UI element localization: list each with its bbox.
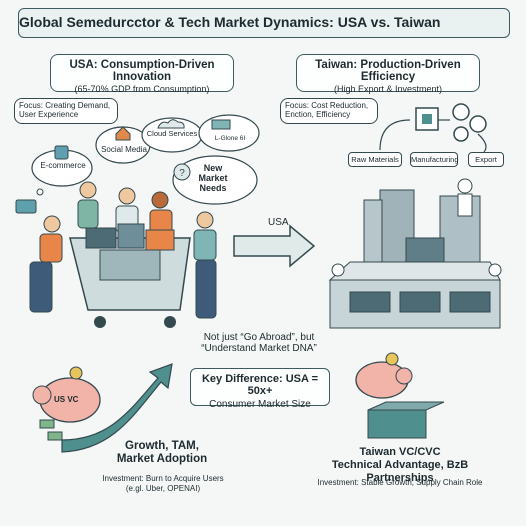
taiwan-heading: Taiwan: Production-Driven Efficiency — [315, 59, 461, 83]
needs-label: New Market Needs — [190, 163, 236, 193]
us-vc-heading: Growth, TAM, Market Adoption — [112, 440, 212, 466]
us-vc-label: US VC — [54, 395, 79, 404]
ecommerce-bubble — [31, 145, 93, 196]
key-difference-box: Key Difference: USA = 50x+ Consumer Mark… — [190, 368, 330, 410]
needs-line1: New — [203, 163, 223, 173]
needs-bubble: ? — [172, 155, 258, 205]
arrow-right-icon — [233, 224, 316, 268]
gear-icon — [452, 103, 470, 121]
market-dna-line2: “Understand Market DNA” — [201, 343, 317, 354]
svg-text:?: ? — [179, 168, 185, 179]
cloud-icon — [157, 119, 185, 129]
market-dna-text: Not just “Go Abroad”, but “Understand Ma… — [184, 332, 334, 354]
ecommerce-icon — [54, 145, 69, 160]
flow-raw-materials: Raw Materials — [348, 152, 402, 167]
taiwan-vc-heading: Taiwan VC/CVC Technical Advantage, BzB P… — [300, 446, 500, 485]
flow-manufacturing: Manufacturing — [410, 152, 459, 167]
globe-bubble — [198, 114, 260, 152]
question-icon — [173, 163, 191, 181]
growth-arrow-icon — [61, 363, 173, 453]
us-piggy-bank-icon — [32, 366, 101, 441]
worker-icon — [457, 178, 473, 194]
usa-focus-box: Focus: Creating Demand, User Experience — [14, 98, 118, 124]
globe-label: L-Glone 6I — [214, 135, 246, 142]
taiwan-subheading: (High Export & Investment) — [333, 84, 443, 94]
taiwan-focus-line1: Focus: Cost Reduction, — [285, 101, 369, 110]
usa-heading-box: USA: Consumption-Driven Innovation (65-7… — [50, 54, 234, 94]
person-head — [43, 215, 61, 233]
pedestal-block — [367, 401, 445, 439]
flow-export: Export — [468, 152, 504, 167]
house-icon — [115, 126, 131, 141]
us-vc-investment-line1: Investment: Burn to Acquire Users — [102, 474, 224, 483]
social-media-label: Social Media — [101, 145, 147, 154]
usa-heading: USA: Consumption-Driven Innovation — [69, 59, 215, 83]
key-difference-line2: Consumer Market Size — [209, 399, 311, 410]
us-vc-investment-line2: (e.gl. Uber, OPENAI) — [125, 484, 201, 493]
us-vc-heading-line1: Growth, TAM, — [125, 440, 199, 452]
usa-focus-line1: Focus: Creating Demand, — [19, 101, 111, 110]
credit-card-icon — [15, 199, 37, 214]
us-vc-investment: Investment: Burn to Acquire Users (e.gl.… — [88, 474, 238, 494]
taiwan-focus-line2: Enction, Efficiency — [285, 110, 351, 119]
us-vc-heading-line2: Market Adoption — [116, 453, 208, 465]
taiwan-vc-investment: Investment: Stable Growth, Supply Chain … — [317, 478, 483, 487]
needs-line3: Needs — [199, 183, 227, 193]
needs-line2: Market — [198, 173, 228, 183]
social-bubble — [95, 126, 151, 164]
ecommerce-label: E-commerce — [40, 161, 86, 170]
market-dna-line1: Not just “Go Abroad”, but — [203, 332, 315, 343]
taiwan-piggy-bank-icon — [355, 352, 413, 399]
usa-focus-line2: User Experience — [19, 110, 79, 119]
factory-illustration — [328, 178, 502, 329]
taiwan-vc-heading-line2: Technical Advantage, BzB Partnerships — [331, 459, 469, 484]
usa-subheading: (65-70% GDP from Consumption) — [74, 84, 210, 94]
truck-icon — [211, 119, 231, 130]
page-title: Global Semedurcctor & Tech Market Dynami… — [18, 8, 510, 38]
consumers-illustration — [15, 181, 217, 328]
taiwan-heading-box: Taiwan: Production-Driven Efficiency (Hi… — [296, 54, 480, 94]
taiwan-focus-box: Focus: Cost Reduction, Enction, Efficien… — [280, 98, 378, 124]
cloud-services-label: Cloud Services — [146, 129, 198, 138]
taiwan-vc-heading-line1: Taiwan VC/CVC — [359, 446, 441, 458]
key-difference-line1: Key Difference: USA = 50x+ — [201, 373, 319, 397]
arrow-label: USA — [268, 217, 289, 228]
taiwan-flow-icons — [379, 103, 487, 153]
cloud-bubble — [141, 117, 203, 153]
